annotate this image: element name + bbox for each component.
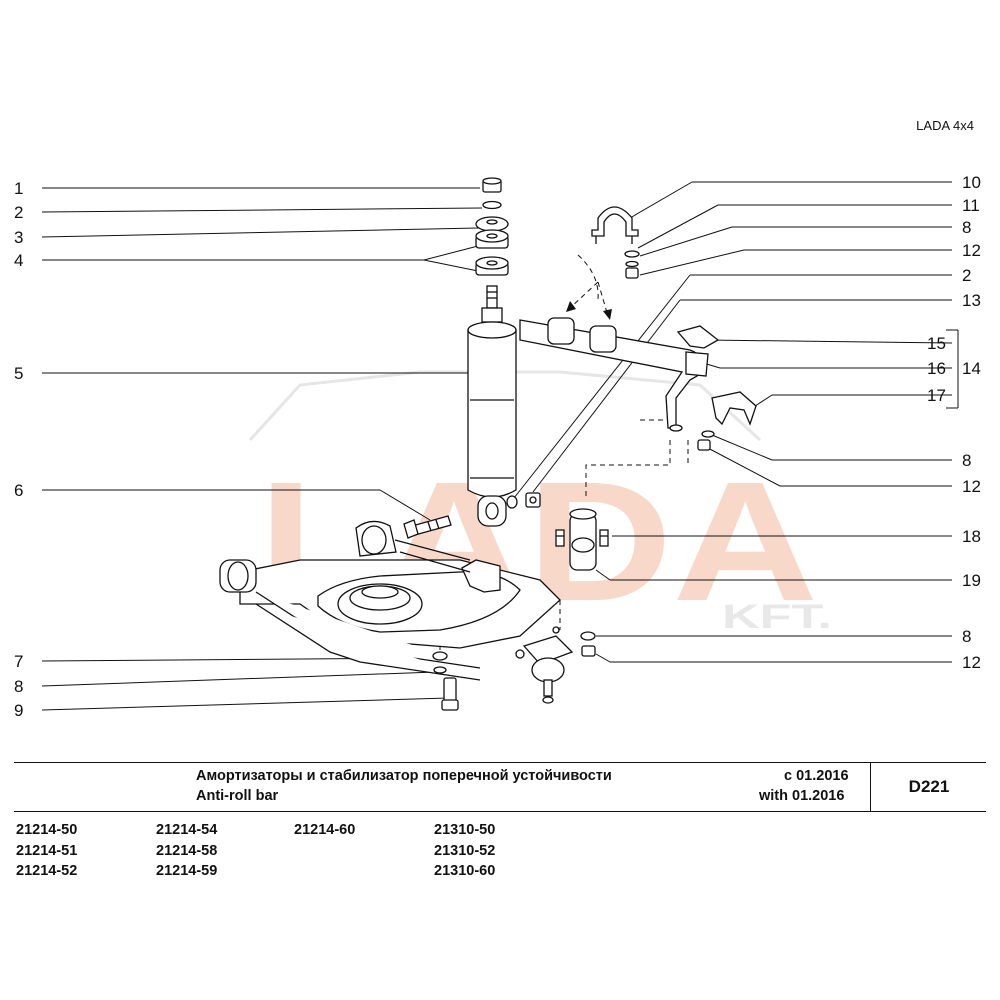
model-code: 21310-52 [434,842,496,859]
shock-mount-parts [475,177,509,276]
callout-8: 8 [14,677,23,696]
callout-7: 7 [14,652,23,671]
title-en: Anti-roll bar [196,788,279,804]
model-code: 21214-51 [16,842,78,859]
callout-4: 4 [14,251,23,270]
washer [482,200,502,210]
title-block: Амортизаторы и стабилизатор поперечной у… [14,762,986,812]
callout-8: 8 [962,451,971,470]
callout-2: 2 [14,203,23,222]
lower-nut-washer [506,492,541,509]
model-code: 21214-50 [16,822,78,838]
callout-12: 12 [962,477,981,496]
date-en: with 01.2016 [759,788,845,804]
model-list: 21214-50 21214-51 21214-52 21214-54 2121… [16,820,616,886]
title-ru: Амортизаторы и стабилизатор поперечной у… [196,768,612,784]
bar-clamp-assembly [676,325,757,451]
model-code: 21214-60 [294,822,356,838]
shock-absorber [467,285,517,527]
callout-8: 8 [962,218,971,237]
model-column: 21214-60 [294,820,355,841]
callout-19: 19 [962,571,981,590]
callout-10: 10 [962,173,981,192]
model-column: 21214-50 21214-51 21214-52 [16,820,77,882]
callout-6: 6 [14,481,23,500]
watermark-subtext: KFT. [722,598,832,636]
date-ru: с 01.2016 [784,768,849,784]
callout-16: 16 [927,359,946,378]
model-name: LADA 4x4 [916,118,974,133]
bar-bracket [591,206,640,279]
bolt [403,515,452,539]
arrow-heads [566,301,612,320]
model-code: 21214-58 [156,842,218,859]
callout-9: 9 [14,701,23,720]
lower-control-arm [219,520,561,681]
callout-labels-left: 1 2 3 4 5 6 7 8 9 [14,179,23,720]
model-code: 21214-52 [16,863,78,879]
model-code: 21310-50 [434,822,496,838]
callout-12: 12 [962,653,981,672]
callout-5: 5 [14,364,23,383]
callout-labels-right: 10 11 8 12 2 13 15 16 14 17 8 12 18 19 8… [927,173,981,672]
section-code: D221 [870,763,987,811]
model-column: 21310-50 21310-52 21310-60 [434,820,495,882]
ball-joint [522,635,574,704]
anti-roll-bar [519,317,705,432]
leader-lines-right [513,181,959,663]
arm-fasteners [432,631,596,711]
callout-1: 1 [14,179,23,198]
model-code: 21214-54 [156,822,218,838]
callout-15: 15 [927,334,946,353]
callout-8: 8 [962,627,971,646]
callout-12: 12 [962,241,981,260]
stabilizer-link [555,508,609,571]
callout-3: 3 [14,228,23,247]
model-code: 21214-59 [156,863,218,879]
callout-14: 14 [962,359,981,378]
callout-2: 2 [962,266,971,285]
callout-17: 17 [927,386,946,405]
callout-11: 11 [962,196,980,215]
callout-13: 13 [962,291,981,310]
model-column: 21214-54 21214-58 21214-59 [156,820,217,882]
callout-18: 18 [962,527,981,546]
leader-lines-left [41,187,483,711]
parts-diagram: LADA KFT. [14,173,981,720]
model-code: 21310-60 [434,863,496,879]
